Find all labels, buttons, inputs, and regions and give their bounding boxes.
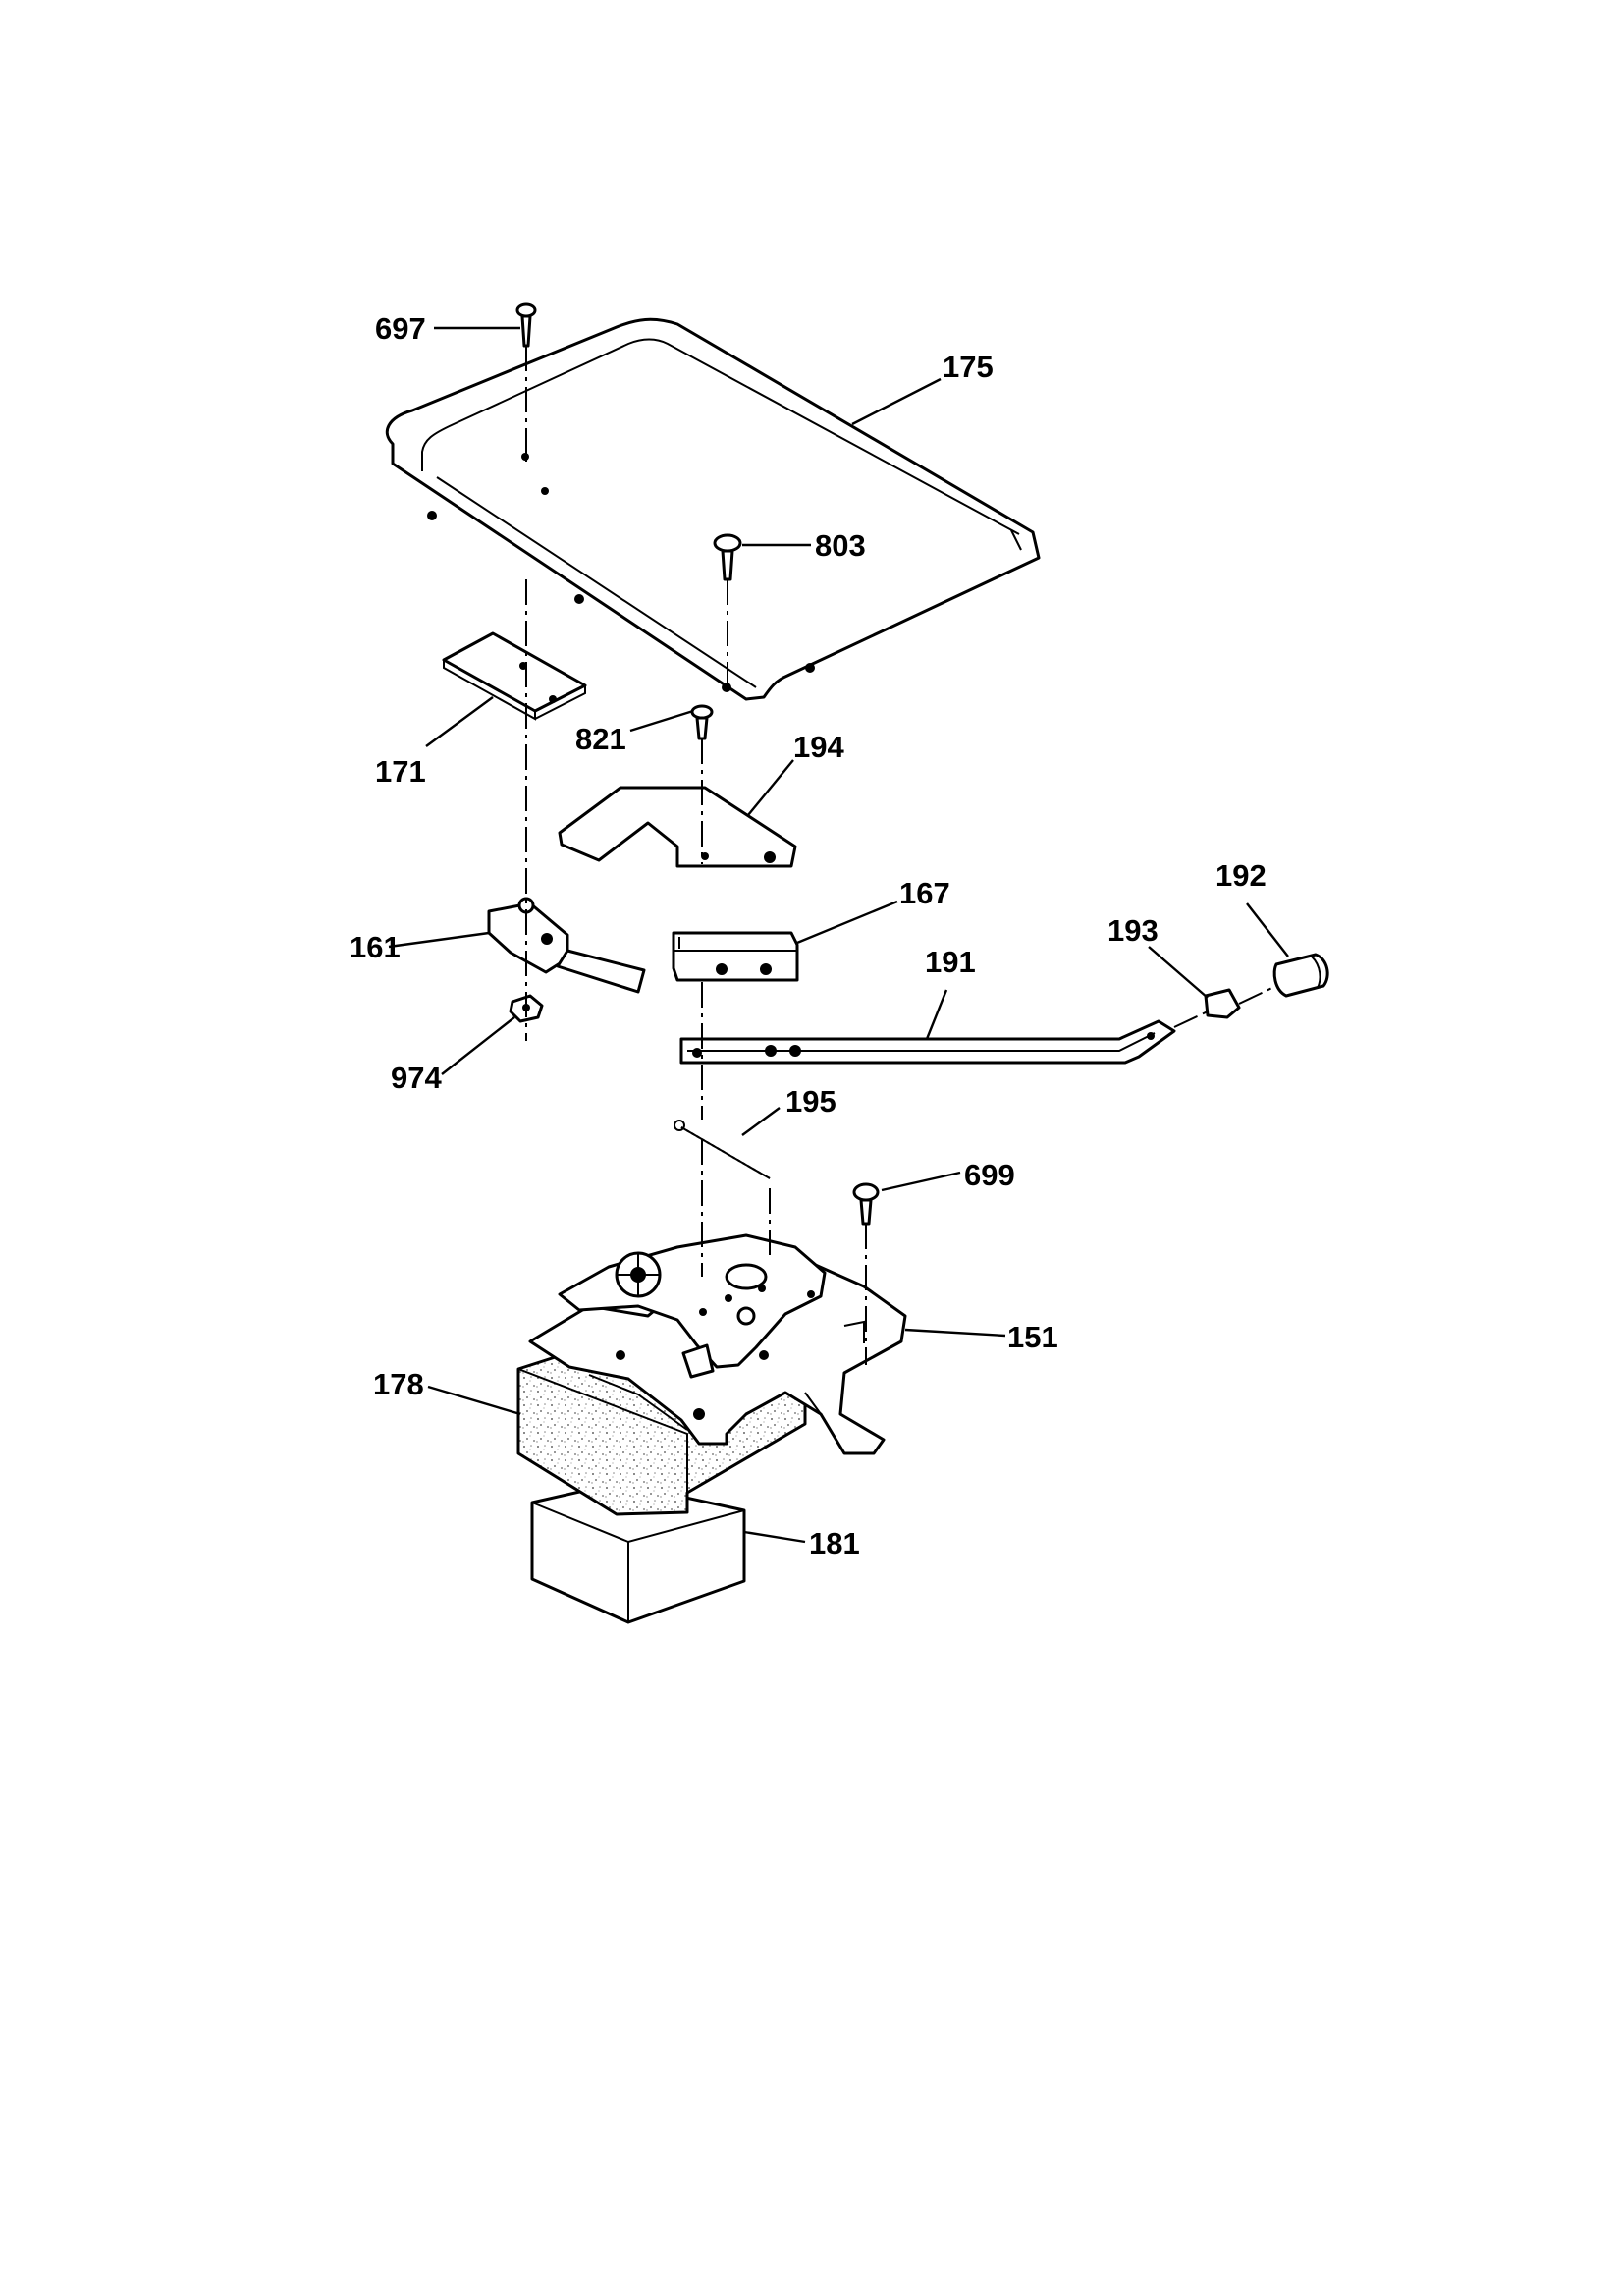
callout-697: 697 [375, 311, 426, 346]
screw-821 [690, 704, 714, 740]
latch-assembly-151 [528, 1233, 907, 1455]
callout-699: 699 [964, 1158, 1015, 1192]
callout-192: 192 [1215, 858, 1267, 893]
callout-171: 171 [375, 754, 426, 789]
callout-167: 167 [899, 876, 950, 910]
screw-697 [515, 302, 537, 348]
knob-192 [1272, 953, 1329, 998]
callout-821: 821 [575, 722, 626, 756]
callout-195: 195 [785, 1084, 836, 1119]
switch-161 [487, 897, 646, 994]
callout-181: 181 [809, 1526, 860, 1560]
spring-195 [674, 1120, 771, 1179]
lever-191 [679, 1019, 1176, 1065]
callout-974: 974 [391, 1061, 442, 1095]
pad-171 [442, 631, 587, 721]
callout-175: 175 [943, 350, 994, 384]
block-167 [672, 931, 799, 982]
bracket-194 [558, 786, 797, 868]
callout-194: 194 [793, 730, 844, 764]
leader-lines [388, 326, 1289, 1544]
callout-151: 151 [1007, 1320, 1058, 1354]
callout-803: 803 [815, 528, 866, 563]
screw-803 [713, 533, 742, 581]
cover-plate-175 [385, 317, 1041, 701]
clip-193 [1204, 988, 1241, 1019]
callout-178: 178 [373, 1367, 424, 1401]
callout-161: 161 [350, 930, 401, 964]
screw-699 [852, 1182, 880, 1226]
callout-191: 191 [925, 945, 976, 979]
assembly-lines [525, 346, 1277, 1365]
callout-193: 193 [1107, 913, 1159, 948]
callout-labels: 697 175 803 171 821 194 167 192 193 161 … [350, 311, 1267, 1560]
